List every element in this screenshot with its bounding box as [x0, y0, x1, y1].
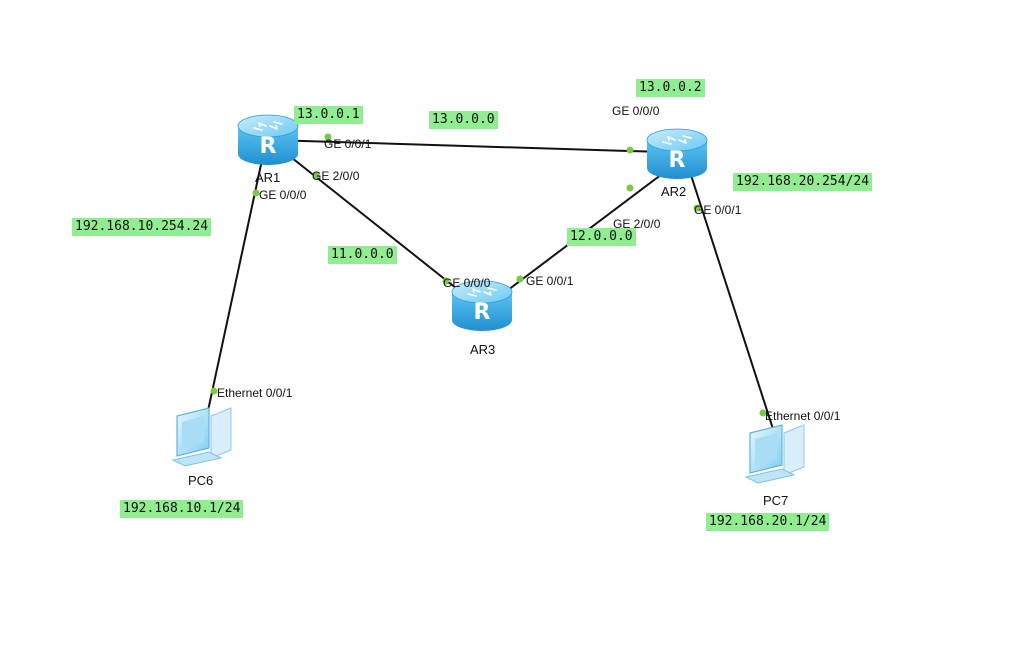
- address-tag: 13.0.0.1: [294, 106, 363, 124]
- device-label-ar2: AR2: [661, 184, 687, 199]
- interface-label: GE 0/0/1: [526, 274, 574, 288]
- port-dot: [210, 387, 218, 395]
- interface-label: Ethernet 0/0/1: [765, 409, 841, 423]
- interface-label: GE 2/0/0: [613, 217, 661, 231]
- port-dot: [516, 275, 524, 283]
- interface-label: GE 0/0/1: [694, 203, 742, 217]
- interface-label: GE 0/0/0: [612, 104, 660, 118]
- interface-label: GE 2/0/0: [312, 169, 360, 183]
- port-dots: [210, 133, 767, 417]
- address-tag: 13.0.0.0: [429, 111, 498, 129]
- link-ar1-ar3: [281, 149, 467, 297]
- port-dot: [252, 189, 260, 197]
- router-ar1-icon: [237, 114, 299, 166]
- address-tag: 12.0.0.0: [567, 228, 636, 246]
- pc6-icon: [172, 407, 232, 467]
- link-ar2-pc7: [689, 171, 775, 433]
- address-tag: 13.0.0.2: [636, 79, 705, 97]
- interface-label: GE 0/0/0: [443, 276, 491, 290]
- address-tag: 192.168.10.254.24: [72, 218, 212, 236]
- interface-label: Ethernet 0/0/1: [217, 386, 293, 400]
- port-dot: [693, 204, 701, 212]
- port-dot: [626, 146, 634, 154]
- router-ar2-icon: [646, 128, 708, 180]
- device-label-pc6: PC6: [188, 473, 214, 488]
- link-ar1-pc6: [205, 159, 263, 421]
- link-ar1-ar2: [269, 139, 663, 153]
- device-label-ar1: AR1: [255, 170, 281, 185]
- port-dot: [759, 409, 767, 417]
- address-tag: 192.168.10.1/24: [120, 500, 244, 518]
- address-tag: 11.0.0.0: [328, 246, 397, 264]
- device-label-ar3: AR3: [470, 342, 496, 357]
- port-dot: [442, 277, 450, 285]
- interface-label: GE 0/0/1: [324, 137, 372, 151]
- port-dot: [324, 133, 332, 141]
- port-dot: [312, 171, 320, 179]
- address-tag: 192.168.20.254/24: [733, 173, 873, 191]
- device-label-pc7: PC7: [763, 493, 789, 508]
- address-tag: 192.168.20.1/24: [706, 513, 830, 531]
- port-dot: [626, 184, 634, 192]
- pc7-icon: [745, 424, 805, 484]
- interface-label: GE 0/0/0: [259, 188, 307, 202]
